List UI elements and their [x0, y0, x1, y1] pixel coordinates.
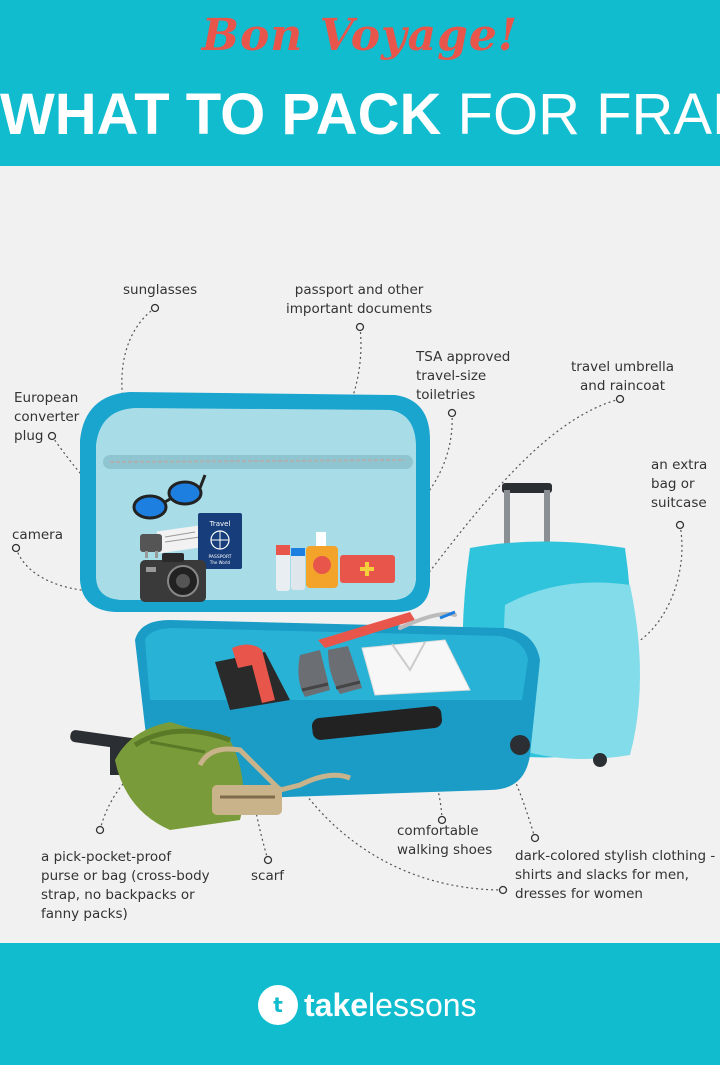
sunglasses-item [132, 474, 207, 520]
converter-plug-item [140, 534, 162, 558]
dark-clothing-item [215, 644, 290, 710]
logo-take: take [304, 986, 369, 1023]
label-purse-line2: purse or bag (cross-body [41, 868, 210, 884]
label-purse-line1: a pick-pocket-proof [41, 849, 172, 865]
title-light: FOR FRANCE [457, 82, 720, 147]
label-toiletries-line1: TSA approved [416, 349, 511, 365]
label-scarf: scarf [251, 868, 285, 884]
leader-sunglasses [121, 307, 161, 491]
label-clothing-line1: dark-colored stylish clothing - [515, 848, 716, 864]
leader-dots [11, 303, 685, 895]
label-passport-line2: important documents [286, 301, 433, 317]
label-clothing-line3: dresses for women [515, 886, 643, 902]
label-converter-line1: European [14, 390, 79, 406]
label-purse-line4: fanny packs) [41, 906, 128, 922]
label-umbrella-line1: travel umbrella [571, 359, 675, 375]
passport-line3: The World [209, 560, 231, 565]
passport-line2: PASSPORT [208, 554, 231, 560]
ticket-item [156, 524, 208, 554]
label-extra-bag-line2: bag or [651, 476, 695, 492]
label-extra-bag-line1: an extra [651, 457, 708, 473]
logo-mark-icon: t [258, 985, 298, 1025]
title-bold: WHAT TO PACK [0, 82, 442, 147]
toiletries-item [276, 532, 395, 591]
label-sunglasses: sunglasses [123, 282, 198, 298]
label-extra-bag: an extra bag or suitcase [651, 456, 707, 513]
passport-line1: Travel [209, 520, 231, 528]
takelessons-logo[interactable]: t takelessons [258, 985, 477, 1025]
passport-item: Travel PASSPORT The World [198, 513, 242, 569]
label-passport-line1: passport and other [294, 282, 424, 298]
label-umbrella: travel umbrella and raincoat [571, 358, 674, 396]
money-belt-item [197, 746, 351, 815]
label-clothing: dark-colored stylish clothing - shirts a… [515, 847, 715, 904]
label-passport: passport and other important documents [286, 281, 432, 319]
shirt-item [361, 639, 471, 696]
label-toiletries-line2: travel-size [416, 368, 487, 384]
label-shoes-line1: comfortable [397, 823, 479, 839]
label-converter-line2: converter [14, 409, 80, 425]
leader-clothing-2 [249, 689, 504, 891]
purse-item [115, 722, 244, 830]
label-umbrella-line2: and raincoat [580, 378, 666, 394]
label-converter: European converter plug [14, 389, 79, 446]
logo-lessons: lessons [368, 986, 477, 1023]
camera-item [140, 553, 206, 602]
label-toiletries: TSA approved travel-size toiletries [416, 348, 510, 405]
header-banner: Bon Voyage! WHAT TO PACK FOR FRANCE [0, 0, 720, 166]
label-shoes: comfortable walking shoes [397, 822, 492, 860]
shoes-item [298, 646, 362, 697]
logo-wordmark: takelessons [304, 987, 477, 1024]
leader-camera [15, 547, 151, 593]
label-extra-bag-line3: suitcase [651, 495, 707, 511]
umbrella-item [318, 610, 457, 648]
label-purse-line3: strap, no backpacks or [41, 887, 195, 903]
label-toiletries-line3: toiletries [416, 387, 476, 403]
script-title: Bon Voyage! [201, 10, 519, 61]
label-clothing-line2: shirts and slacks for men, [515, 867, 689, 883]
label-converter-line3: plug [14, 428, 44, 444]
label-camera: camera [12, 527, 63, 543]
footer-banner [0, 943, 720, 1065]
page-title: WHAT TO PACK FOR FRANCE [0, 82, 720, 148]
label-shoes-line2: walking shoes [397, 842, 493, 858]
label-purse: a pick-pocket-proof purse or bag (cross-… [41, 848, 210, 924]
